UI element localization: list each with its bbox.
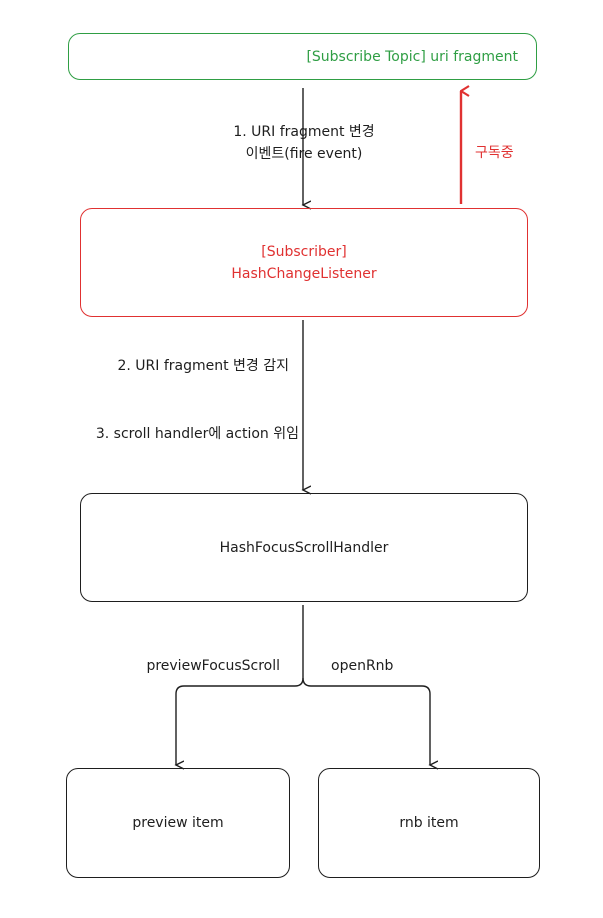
fire-event-label-line1: 1. URI fragment 변경 xyxy=(233,124,375,140)
fire-event-label: 1. URI fragment 변경 이벤트(fire event) xyxy=(190,121,418,165)
subscriber-label-line1: [Subscriber] xyxy=(261,243,347,260)
handler-node: HashFocusScrollHandler xyxy=(80,493,528,602)
preview-focus-scroll-label: previewFocusScroll xyxy=(146,658,280,674)
open-rnb-label: openRnb xyxy=(331,658,394,674)
topic-label: [Subscribe Topic] uri fragment xyxy=(306,48,518,65)
topic-node: [Subscribe Topic] uri fragment xyxy=(68,33,537,80)
rnb-item-node: rnb item xyxy=(318,768,540,878)
rnb-item-label: rnb item xyxy=(399,815,459,831)
open-rnb-arrow xyxy=(302,677,430,765)
subscriber-label-line2: HashChangeListener xyxy=(231,265,377,282)
subscriber-node: [Subscriber] HashChangeListener xyxy=(80,208,528,317)
delegate-action-label: 3. scroll handler에 action 위임 xyxy=(95,426,299,442)
subscribing-label: 구독중 xyxy=(475,145,514,161)
handler-label: HashFocusScrollHandler xyxy=(219,539,389,556)
preview-item-node: preview item xyxy=(66,768,290,878)
detect-change-label: 2. URI fragment 변경 감지 xyxy=(117,358,289,374)
preview-focus-scroll-arrow xyxy=(176,605,304,765)
preview-item-label: preview item xyxy=(132,815,224,831)
fire-event-label-line2: 이벤트(fire event) xyxy=(245,146,363,162)
